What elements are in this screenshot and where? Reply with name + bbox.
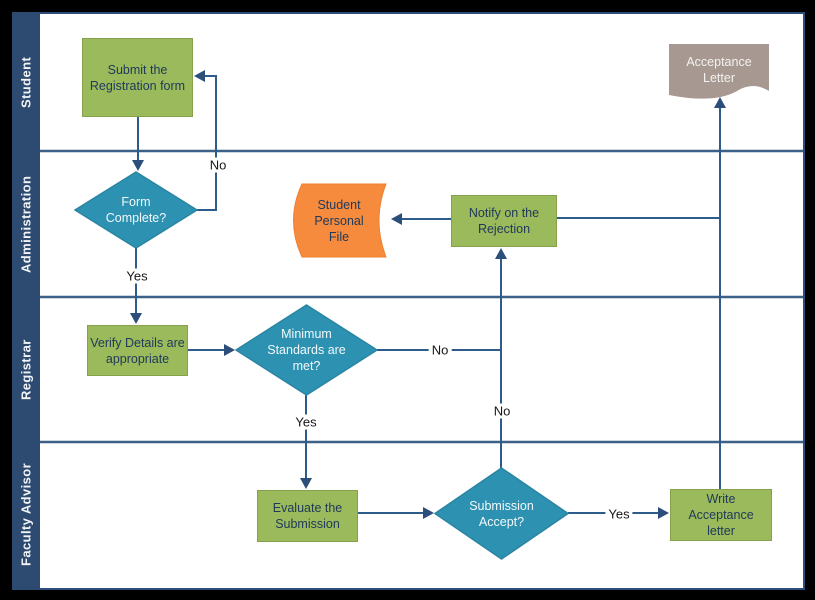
diamond-shape	[73, 171, 199, 249]
lane-label-registrar: Registrar	[18, 339, 34, 400]
node-label: Evaluate the Submission	[272, 501, 343, 531]
node-min-standards-decision: Minimum Standards are met?	[234, 304, 379, 396]
node-evaluate-submission: Evaluate the Submission	[257, 490, 358, 542]
node-label: Form Complete?	[105, 195, 167, 225]
node-label: Minimum Standards are met?	[267, 327, 346, 373]
node-student-personal-file: Student Personal File	[288, 183, 390, 258]
node-submission-accept-decision: Submission Accept?	[433, 467, 570, 560]
node-submit-registration: Submit the Registration form	[82, 38, 193, 117]
node-write-acceptance-letter: Write Acceptance letter	[670, 489, 772, 541]
node-label: Student Personal File	[314, 197, 364, 244]
node-label: Submit the Registration form	[89, 62, 186, 93]
node-form-complete-decision: Form Complete?	[73, 171, 199, 249]
node-label: Verify Details are appropriate	[90, 335, 185, 366]
node-label: Write Acceptance letter	[688, 492, 754, 538]
lane-label-student: Student	[18, 56, 34, 109]
edge-label-min-yes: Yes	[292, 414, 320, 430]
lane-label-faculty-advisor: Faculty Advisor	[18, 462, 34, 566]
node-label: Acceptance Letter	[686, 55, 752, 85]
node-label: Notify on the Rejection	[468, 206, 540, 236]
diamond-shape	[234, 304, 379, 396]
lane-header-column	[12, 12, 40, 590]
document-shape	[669, 44, 769, 99]
edge-label-submission-yes: Yes	[605, 506, 633, 522]
node-label: Submission Accept?	[469, 498, 534, 529]
edge-label-form-no: No	[206, 157, 230, 173]
edge-label-min-no: No	[428, 342, 452, 358]
diamond-shape	[433, 467, 570, 560]
node-acceptance-letter-document: Acceptance Letter	[668, 43, 770, 105]
edge-label-form-yes: Yes	[123, 268, 151, 284]
edge-label-submission-no: No	[490, 403, 514, 419]
stored-data-shape	[293, 183, 387, 258]
node-verify-details: Verify Details are appropriate	[87, 325, 188, 376]
node-notify-rejection: Notify on the Rejection	[451, 195, 557, 247]
lane-label-administration: Administration	[18, 175, 34, 273]
